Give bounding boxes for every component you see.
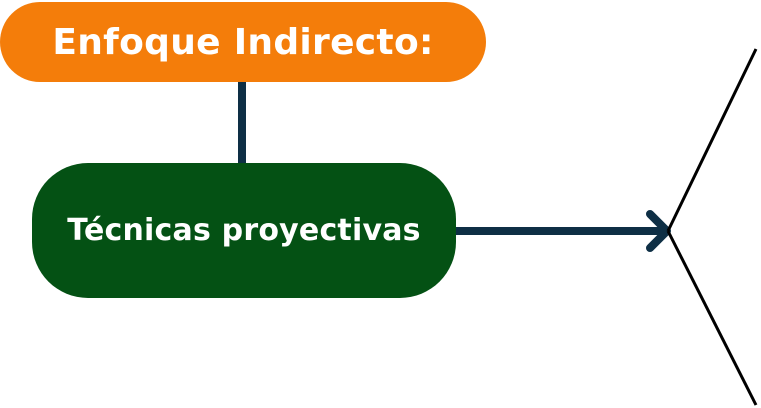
header-label: Enfoque Indirecto: (52, 21, 434, 63)
technique-label: Técnicas proyectivas (67, 213, 421, 248)
branch-line-lower (666, 230, 758, 406)
technique-node: Técnicas proyectivas (32, 163, 456, 298)
branch-line-upper (666, 48, 758, 232)
arrowhead (646, 210, 671, 252)
header-node: Enfoque Indirecto: (0, 2, 486, 82)
